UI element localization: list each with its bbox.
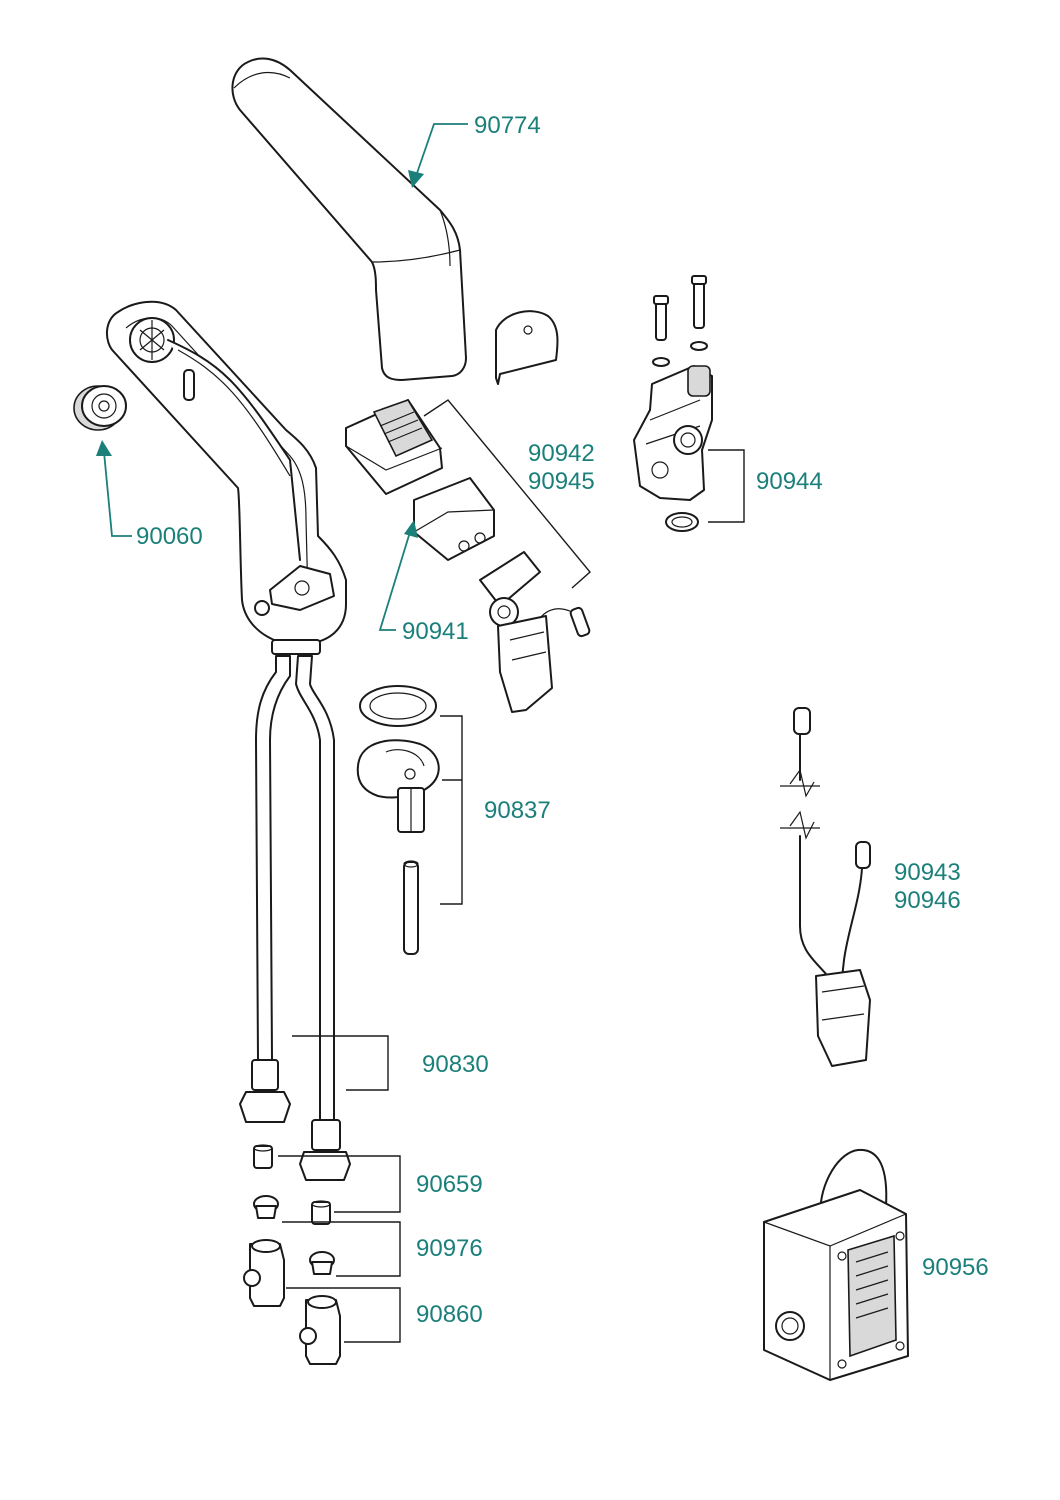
mounting-kit [356,685,440,955]
label-90830: 90830 [422,1051,489,1078]
spout-cover [231,57,467,381]
label-90860: 90860 [416,1301,483,1328]
aerator [73,385,127,431]
nipple-parts [253,1144,331,1225]
label-90837: 90837 [484,797,551,824]
isolating-valves [243,1239,341,1365]
sensor-insert [413,477,495,561]
label-90942: 90942 [528,440,595,467]
supply-hoses [239,655,351,1181]
label-90774: 90774 [474,112,541,139]
sensor-cable [780,707,871,1067]
label-90943: 90943 [894,859,961,886]
label-90945: 90945 [528,468,595,495]
label-90060: 90060 [136,523,203,550]
solenoid-valve [633,275,713,532]
sensor-clip [479,310,591,713]
label-90976: 90976 [416,1235,483,1262]
sensor-window [345,399,443,495]
label-90946: 90946 [894,887,961,914]
leader-lines [96,123,745,1343]
label-90956: 90956 [922,1254,989,1281]
label-90659: 90659 [416,1171,483,1198]
label-90941: 90941 [402,618,469,645]
faucet-body [106,300,347,655]
control-box [763,1148,909,1381]
label-90944: 90944 [756,468,823,495]
strainer-parts [253,1195,335,1275]
